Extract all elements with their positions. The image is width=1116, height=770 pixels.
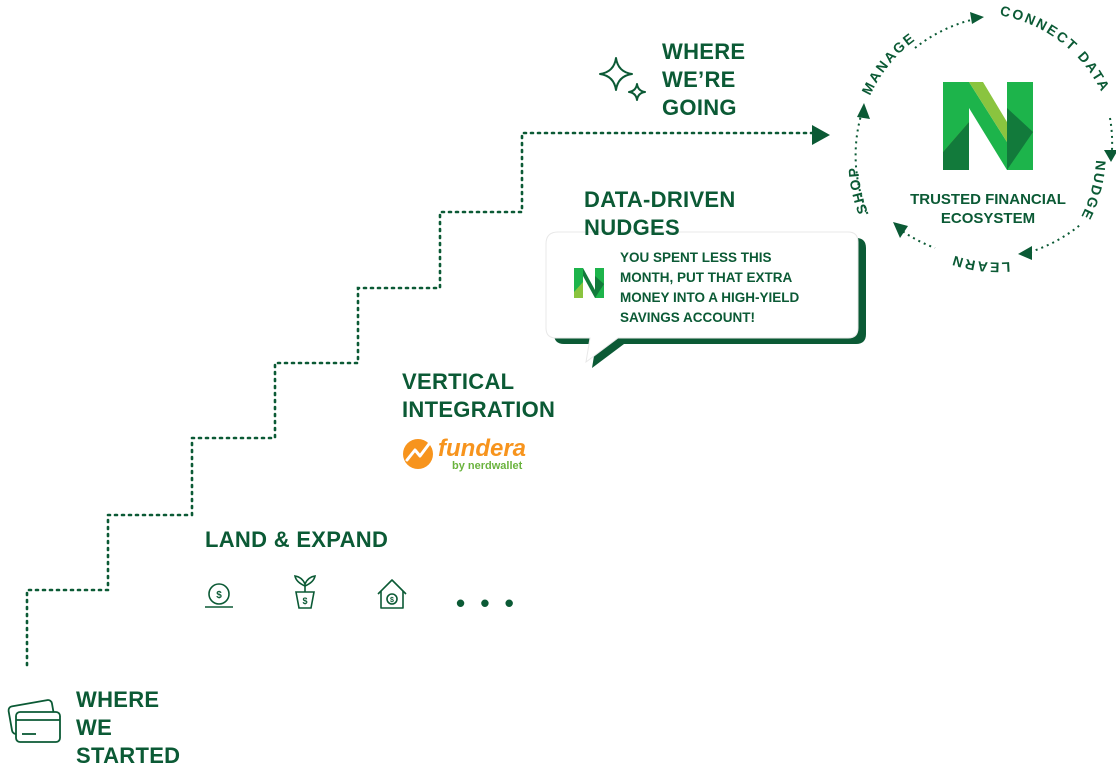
credit-cards-icon xyxy=(7,699,61,743)
nudge-message: YOU SPENT LESS THIS MONTH, PUT THAT EXTR… xyxy=(620,248,860,328)
data-driven-line-2: NUDGES xyxy=(584,215,680,240)
house-dollar-icon: $ xyxy=(377,579,407,609)
ring-arrow-1 xyxy=(970,12,984,24)
svg-text:$: $ xyxy=(302,596,307,606)
svg-text:$: $ xyxy=(216,590,222,601)
where-started-line-2: WE xyxy=(76,715,113,740)
ring-arrow-5 xyxy=(1104,150,1116,162)
speech-bubble xyxy=(545,231,859,364)
land-expand-label: LAND & EXPAND xyxy=(205,527,389,552)
vertical-integration-line-1: VERTICAL xyxy=(402,369,515,394)
nudge-line-2: MONTH, PUT THAT EXTRA xyxy=(620,270,793,285)
ring-arrow-2 xyxy=(857,103,870,119)
ring-word-manage: MANAGE xyxy=(858,29,918,97)
ring-arrow-4 xyxy=(1018,246,1032,260)
where-were-going-label: WHERE WE’RE GOING xyxy=(662,38,745,122)
data-driven-nudges-label: DATA-DRIVEN NUDGES xyxy=(584,186,736,242)
staircase-path xyxy=(25,131,814,667)
fundera-wordmark: fundera xyxy=(438,435,527,462)
data-driven-line-1: DATA-DRIVEN xyxy=(584,187,736,212)
ecosystem-center-label: TRUSTED FINANCIAL ECOSYSTEM xyxy=(888,190,1088,228)
ring-arrow-3 xyxy=(893,222,908,238)
ring-arc-br xyxy=(1029,224,1081,253)
where-going-line-1: WHERE xyxy=(662,39,746,64)
nerdwallet-logo xyxy=(943,82,1033,170)
more-products-ellipsis: • • • xyxy=(456,588,518,618)
where-we-started-label: WHERE WE STARTED xyxy=(76,686,180,770)
fundera-tagline: by nerdwallet xyxy=(452,460,523,472)
nerdwallet-logo-small xyxy=(574,268,604,298)
ring-word-learn: LEARN xyxy=(949,252,1011,275)
staircase-arrow-head xyxy=(812,125,830,145)
ring-word-connect-data: CONNECT DATA xyxy=(999,2,1114,94)
vertical-integration-line-2: INTEGRATION xyxy=(402,397,556,422)
where-going-line-3: GOING xyxy=(662,95,737,120)
vertical-integration-label: VERTICAL INTEGRATION xyxy=(402,368,555,424)
ring-arc-right xyxy=(1109,117,1114,151)
where-going-line-2: WE’RE xyxy=(662,67,736,92)
nudge-line-4: SAVINGS ACCOUNT! xyxy=(620,310,755,325)
nudge-line-1: YOU SPENT LESS THIS xyxy=(620,250,772,265)
ecosystem-line-2: ECOSYSTEM xyxy=(940,210,1036,227)
fundera-logo: fundera by nerdwallet xyxy=(402,436,542,476)
plant-dollar-icon: $ xyxy=(294,575,316,609)
where-started-line-1: WHERE xyxy=(76,687,160,712)
coin-hand-icon: $ xyxy=(205,583,233,608)
sparkle-stars-icon xyxy=(599,57,646,101)
ecosystem-line-1: TRUSTED FINANCIAL xyxy=(910,191,1066,208)
where-started-line-3: STARTED xyxy=(76,743,181,768)
svg-text:$: $ xyxy=(390,597,394,604)
fundera-logo-mark xyxy=(403,439,433,469)
nudge-line-3: MONEY INTO A HIGH-YIELD xyxy=(620,290,800,305)
ring-arc-top xyxy=(914,17,981,49)
ring-word-shop: SHOP xyxy=(845,165,871,216)
ecosystem-ring: CONNECT DATA MANAGE NUDGE LEARN SHOP xyxy=(845,2,1116,276)
